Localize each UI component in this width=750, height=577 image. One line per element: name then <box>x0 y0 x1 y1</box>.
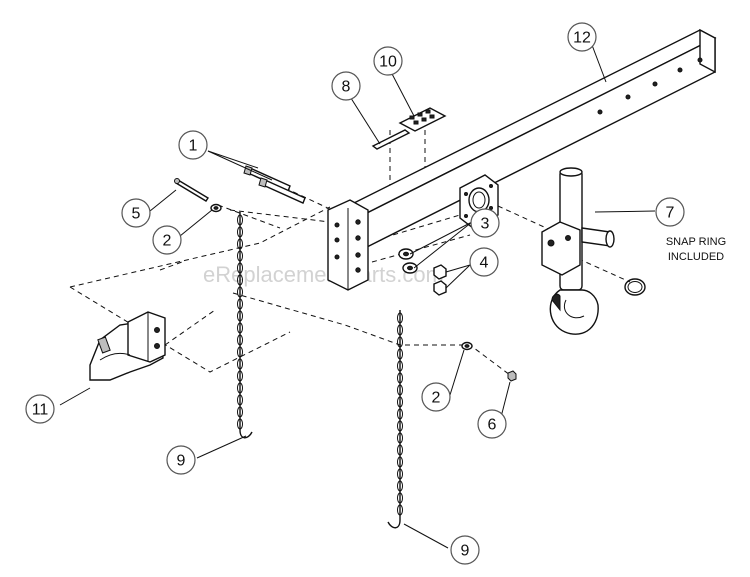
washer-left <box>210 203 222 213</box>
coupler <box>89 311 166 381</box>
callout-9-left: 9 <box>166 445 196 475</box>
assembly-guide-lines <box>69 130 631 376</box>
snap-ring <box>624 278 646 296</box>
callout-9-left-label: 9 <box>177 453 186 470</box>
callout-8: 8 <box>331 71 361 101</box>
callout-11: 11 <box>25 394 55 424</box>
callout-12: 12 <box>567 22 597 52</box>
snap-ring-note-line1: SNAP RING <box>666 236 726 248</box>
callout-6-label: 6 <box>488 417 497 434</box>
callout-3: 3 <box>470 208 500 238</box>
callout-2-right: 2 <box>421 382 451 412</box>
bolt-right <box>507 370 517 382</box>
callout-10: 10 <box>373 46 403 76</box>
callout-9-right-label: 9 <box>461 543 470 560</box>
nuts <box>433 264 447 296</box>
decal-plate <box>398 107 447 132</box>
tongue-tube <box>348 28 717 250</box>
callout-7: 7 <box>655 197 685 227</box>
callout-2-left: 2 <box>152 225 182 255</box>
snap-ring-note-line2: INCLUDED <box>668 251 724 263</box>
callout-5-label: 5 <box>132 206 141 223</box>
callout-7-label: 7 <box>666 205 675 222</box>
callout-12-label: 12 <box>573 30 591 47</box>
callout-1: 1 <box>178 130 208 160</box>
callout-8-label: 8 <box>342 79 351 96</box>
callout-6: 6 <box>477 409 507 439</box>
callout-10-label: 10 <box>379 54 397 71</box>
hitch-pin <box>371 129 411 150</box>
washers <box>398 248 418 274</box>
callout-9-right: 9 <box>450 535 480 565</box>
callout-2-left-label: 2 <box>163 233 172 250</box>
safety-chain-right <box>387 310 403 529</box>
coupler-bracket <box>327 199 369 291</box>
washer-right <box>461 341 473 351</box>
safety-chain-left <box>237 212 253 439</box>
clevis-pin <box>174 178 209 202</box>
callout-4: 4 <box>469 247 499 277</box>
callout-3-label: 3 <box>481 216 490 233</box>
callout-5: 5 <box>121 198 151 228</box>
callout-2-right-label: 2 <box>432 390 441 407</box>
callout-1-label: 1 <box>189 138 198 155</box>
callout-11-label: 11 <box>32 402 49 419</box>
callout-4-label: 4 <box>480 255 489 272</box>
jack <box>541 167 615 335</box>
